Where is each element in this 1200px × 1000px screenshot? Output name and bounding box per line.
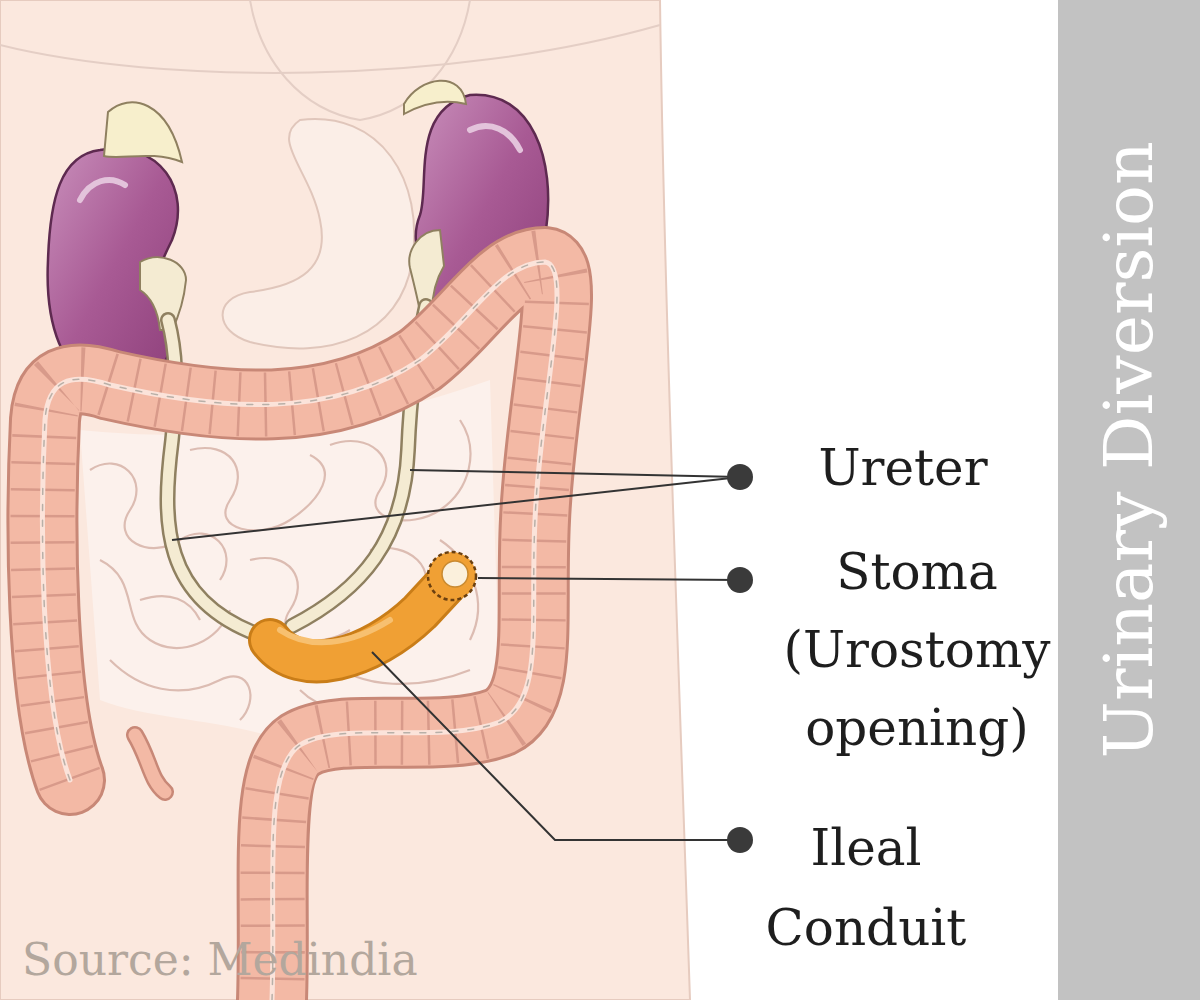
chest-line (250, 0, 470, 120)
part-label: Stoma (Urostomy opening) (772, 533, 1062, 767)
title-band (1058, 0, 1200, 1000)
diagram-title: Urinary Diversion (1088, 141, 1170, 758)
stomach (223, 119, 415, 348)
ileal-conduit (270, 584, 446, 661)
chest-line (0, 25, 660, 73)
torso (0, 0, 690, 1000)
stoma-opening (442, 561, 468, 587)
ileal-conduit (270, 584, 446, 661)
appendix (135, 735, 165, 792)
conduit-highlight (280, 620, 390, 642)
kidney-highlight (470, 126, 520, 150)
leader-dot (727, 464, 753, 853)
part-label: Ureter (788, 438, 1018, 498)
appendix (135, 735, 165, 792)
small-intestine-loops (90, 420, 478, 720)
source-watermark: Source: Medindia (22, 932, 542, 988)
adrenal-gland (104, 102, 182, 162)
leader-line (172, 470, 740, 840)
part-label: Ileal Conduit (751, 808, 981, 968)
large-intestine (43, 262, 557, 1000)
stoma (428, 552, 476, 600)
kidney-highlight (80, 180, 125, 200)
adrenal-gland (404, 81, 466, 114)
